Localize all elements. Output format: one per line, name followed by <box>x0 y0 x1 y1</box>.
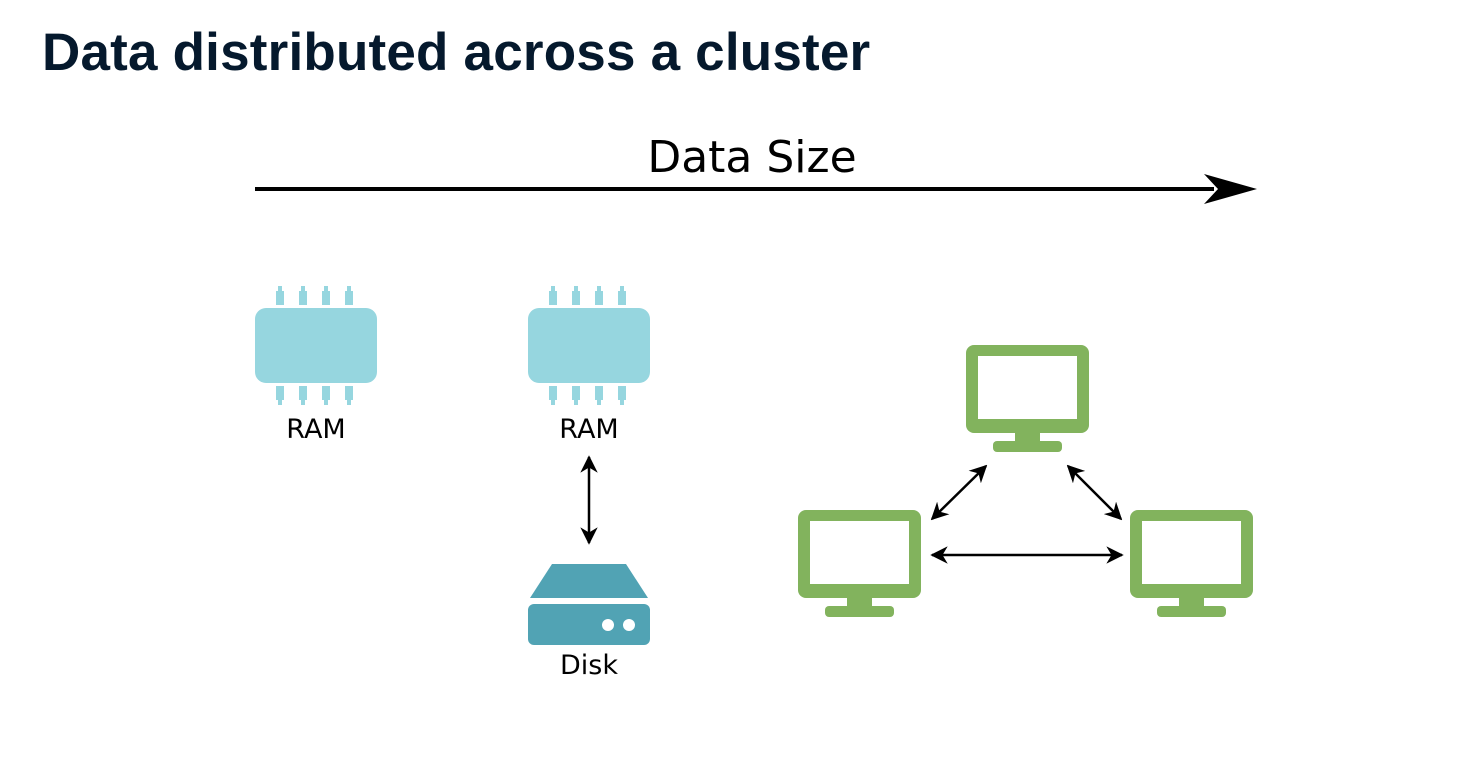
ram-label: RAM <box>286 414 345 445</box>
stage-ram-with-disk: RAM Disk <box>528 286 650 681</box>
link-arrow-top-left <box>930 464 988 521</box>
ram-chip-icon <box>528 286 650 405</box>
ram-label: RAM <box>559 414 618 445</box>
data-size-axis: Data Size <box>255 132 1257 204</box>
link-arrow-top-right <box>1066 464 1123 521</box>
stage-single-ram: RAM <box>255 286 377 445</box>
data-size-arrowhead <box>1204 174 1257 204</box>
computer-monitor-icon <box>1130 510 1253 617</box>
disk-label: Disk <box>560 650 618 681</box>
page-title: Data distributed across a cluster <box>42 23 871 82</box>
computer-monitor-icon <box>798 510 921 617</box>
computer-monitor-icon <box>966 345 1089 452</box>
ram-chip-icon <box>255 286 377 405</box>
stage-cluster <box>798 345 1253 617</box>
data-size-label: Data Size <box>647 132 856 183</box>
disk-drive-icon <box>528 564 650 645</box>
